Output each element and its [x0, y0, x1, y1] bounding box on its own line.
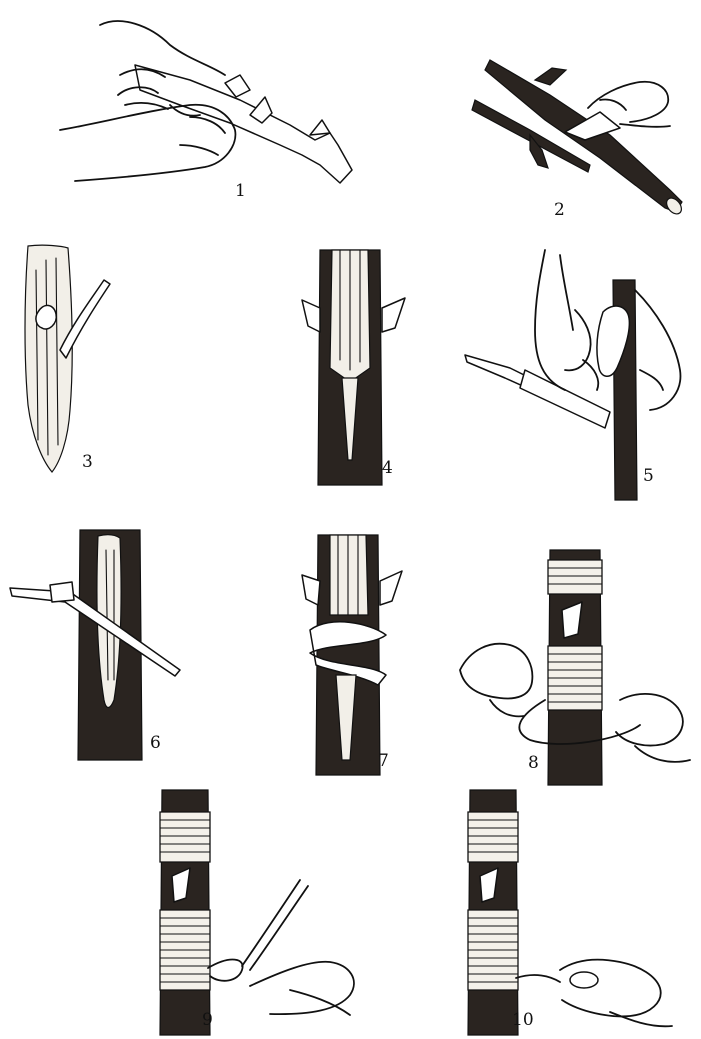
step-2-panel: 2: [470, 40, 690, 225]
step-1-panel: 1: [40, 5, 370, 195]
step-label-3: 3: [82, 454, 93, 471]
step-8-panel: 8: [450, 550, 700, 785]
knife-cutting-branch-icon: [470, 40, 690, 225]
hands-wrapping-tie-icon: [450, 550, 700, 785]
hands-knife-cut-icon: [465, 250, 695, 500]
step-label-6: 6: [150, 735, 161, 752]
step-label-2: 2: [554, 202, 565, 219]
step-label-9: 9: [202, 1012, 213, 1029]
step-3-panel: 3: [20, 240, 140, 480]
step-10-panel: 10: [460, 790, 680, 1035]
step-label-8: 8: [528, 755, 539, 772]
step-5-panel: 5: [465, 250, 695, 500]
step-label-4: 4: [382, 460, 393, 477]
step-9-panel: 9: [150, 790, 370, 1035]
hands-holding-budwood-icon: [40, 5, 370, 195]
step-label-1: 1: [235, 183, 246, 200]
wrapping-completed-icon: [150, 790, 370, 1035]
step-label-5: 5: [643, 468, 654, 485]
step-label-10: 10: [512, 1012, 534, 1029]
hand-finishing-tie-icon: [460, 790, 680, 1035]
bud-inserted-icon: [290, 535, 420, 775]
step-label-7: 7: [378, 753, 389, 770]
t-cut-stock-icon: [290, 250, 420, 485]
step-4-panel: 4: [290, 250, 420, 485]
cut-bud-shield-icon: [20, 240, 140, 480]
step-7-panel: 7: [290, 535, 420, 775]
step-6-panel: 6: [10, 530, 210, 760]
knife-opening-bark-icon: [10, 530, 210, 760]
